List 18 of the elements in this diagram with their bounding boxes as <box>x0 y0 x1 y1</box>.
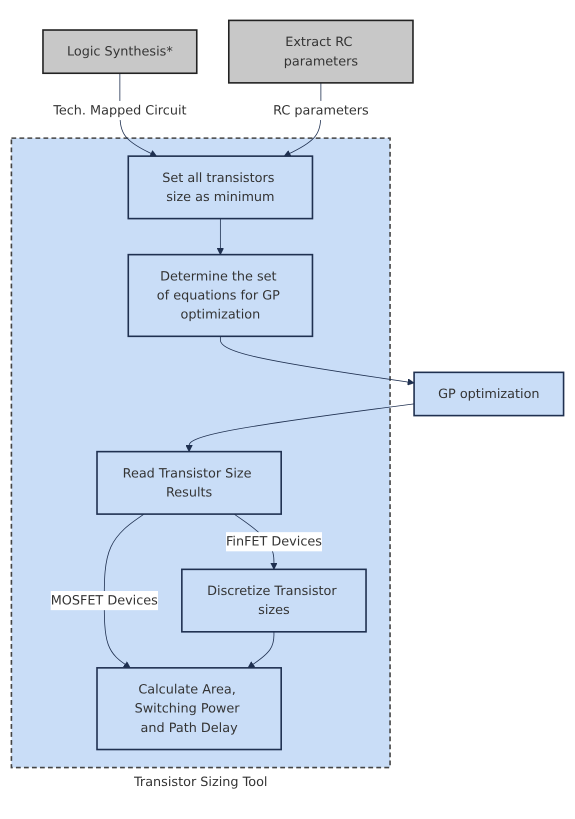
edge-label: Tech. Mapped Circuit <box>53 102 187 118</box>
node-box: Discretize Transistor sizes <box>181 568 367 632</box>
cluster <box>10 136 391 768</box>
node-box: Read Transistor Size Results <box>96 450 282 514</box>
arrow <box>248 630 274 668</box>
edge-label: FinFET Devices <box>226 533 322 548</box>
edge-label: RC parameters <box>273 102 369 118</box>
node-box: Extract RC parameters <box>228 19 414 84</box>
node-box: Determine the set of equations for GP optimization <box>127 253 314 337</box>
node-box: Logic Synthesis* <box>42 28 198 74</box>
arrow <box>216 218 224 254</box>
node-label: Transistor Sizing Tool <box>134 773 268 789</box>
arrow <box>186 402 414 452</box>
node-box: GP optimization <box>413 371 564 416</box>
node-box: Calculate Area, Switching Power and Path Delay <box>96 666 282 750</box>
node-box: Set all transistors size as minimum <box>127 154 314 219</box>
edge-label: MOSFET Devices <box>50 592 158 608</box>
arrow <box>220 335 414 385</box>
